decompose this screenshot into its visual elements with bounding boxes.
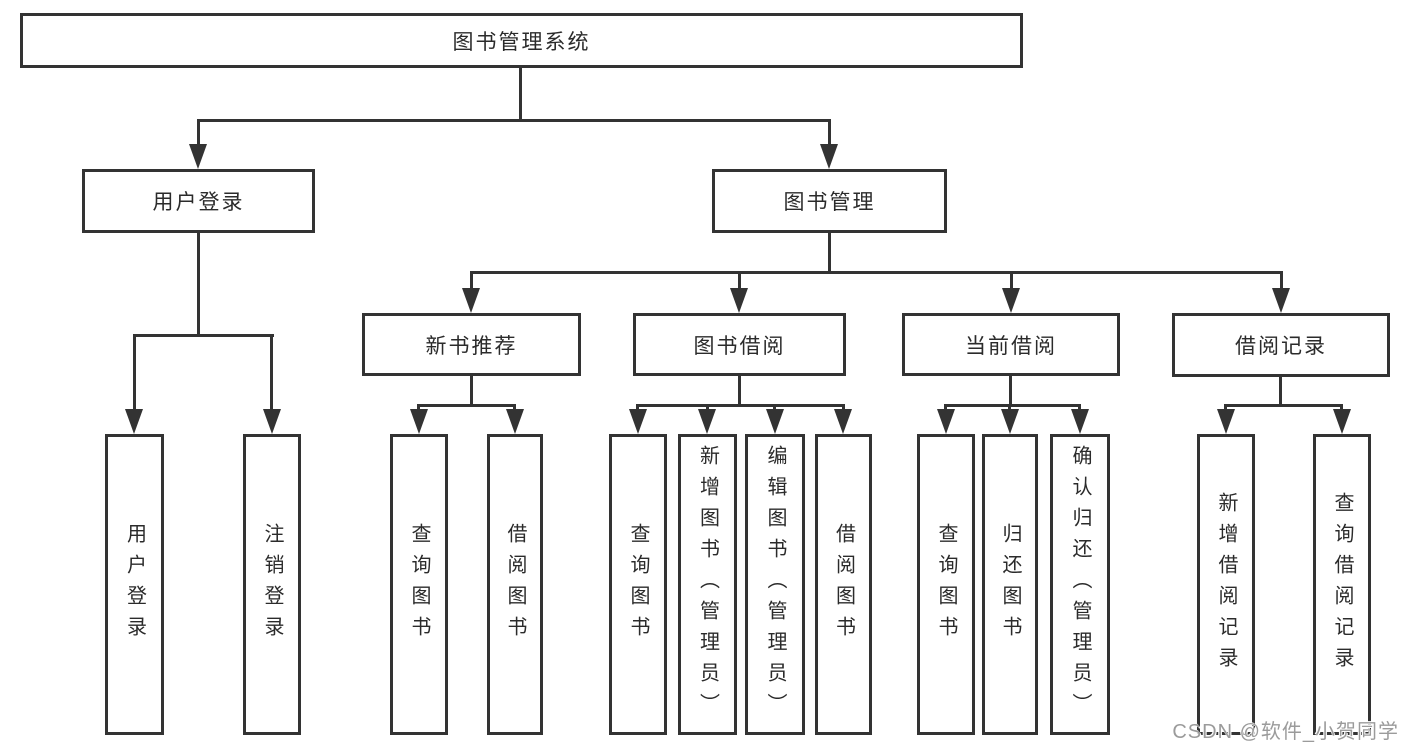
connector-line (828, 233, 831, 274)
leaf-query-books-recommend: 查询图书 (390, 434, 448, 735)
node-current-borrowing: 当前借阅 (902, 313, 1120, 376)
node-label: 新书推荐 (425, 334, 518, 358)
connector-line (470, 271, 473, 291)
arrow-down-icon (834, 409, 852, 434)
node-label: 查询图书 (627, 522, 649, 647)
node-borrowing-records: 借阅记录 (1172, 313, 1390, 377)
connector-line (133, 334, 274, 337)
node-new-book-recommend: 新书推荐 (362, 313, 581, 376)
leaf-borrow-books-borrowing: 借阅图书 (815, 434, 872, 735)
arrow-down-icon (766, 409, 784, 434)
arrow-down-icon (125, 409, 143, 434)
arrow-down-icon (189, 144, 207, 169)
arrow-down-icon (820, 144, 838, 169)
connector-line (738, 271, 741, 291)
leaf-add-books-admin: 新增图书（管理员） (678, 434, 737, 735)
node-label: 借阅记录 (1235, 335, 1327, 358)
arrow-down-icon (462, 288, 480, 313)
arrow-down-icon (698, 409, 716, 434)
connector-line (1280, 271, 1283, 291)
node-label: 查询图书 (935, 522, 957, 647)
connector-line (470, 271, 1283, 274)
node-label: 查询图书 (408, 522, 430, 647)
connector-line (519, 68, 522, 121)
arrow-down-icon (1001, 409, 1019, 434)
leaf-query-books-borrowing: 查询图书 (609, 434, 667, 735)
connector-line (738, 376, 741, 407)
node-label: 注销登录 (261, 522, 283, 647)
node-label: 当前借阅 (965, 334, 1057, 358)
leaf-confirm-return-admin: 确认归还（管理员） (1050, 434, 1110, 735)
connector-line (944, 404, 1081, 407)
arrow-down-icon (263, 409, 281, 434)
connector-line (197, 119, 831, 122)
leaf-edit-books-admin: 编辑图书（管理员） (745, 434, 805, 735)
leaf-borrow-books-recommend: 借阅图书 (487, 434, 543, 735)
node-label: 借阅图书 (832, 522, 855, 647)
node-label: 借阅图书 (504, 522, 526, 647)
node-user-login: 用户登录 (82, 169, 315, 233)
arrow-down-icon (1071, 409, 1089, 434)
node-label: 图书借阅 (693, 334, 786, 358)
leaf-logout: 注销登录 (243, 434, 301, 735)
leaf-add-borrow-record: 新增借阅记录 (1197, 434, 1255, 735)
arrow-down-icon (1272, 288, 1290, 313)
arrow-down-icon (730, 288, 748, 313)
arrow-down-icon (937, 409, 955, 434)
connector-line (270, 334, 273, 414)
node-label: 归还图书 (999, 522, 1021, 647)
connector-line (197, 233, 200, 336)
node-label: 编辑图书（管理员） (764, 445, 786, 724)
node-library-management-system: 图书管理系统 (20, 13, 1023, 68)
connector-line (133, 334, 136, 414)
node-label: 新增图书（管理员） (696, 445, 719, 724)
connector-line (417, 404, 516, 407)
connector-line (636, 404, 845, 407)
node-label: 查询借阅记录 (1331, 491, 1353, 678)
node-label: 图书管理系统 (452, 30, 591, 54)
connector-line (1224, 404, 1343, 407)
arrow-down-icon (1217, 409, 1235, 434)
csdn-watermark: CSDN @软件_小贺同学 (1172, 721, 1399, 743)
connector-line (1009, 376, 1012, 407)
leaf-user-login: 用户登录 (105, 434, 164, 735)
node-label: 确认归还（管理员） (1069, 445, 1091, 724)
arrow-down-icon (629, 409, 647, 434)
leaf-query-books-current: 查询图书 (917, 434, 975, 735)
node-book-borrowing: 图书借阅 (633, 313, 846, 376)
arrow-down-icon (410, 409, 428, 434)
node-label: 新增借阅记录 (1215, 491, 1237, 678)
leaf-return-books: 归还图书 (982, 434, 1038, 735)
node-label: 图书管理 (783, 191, 876, 214)
arrow-down-icon (506, 409, 524, 434)
arrow-down-icon (1002, 288, 1020, 313)
node-label: 用户登录 (152, 191, 245, 214)
connector-line (1010, 271, 1013, 291)
connector-line (1279, 376, 1282, 407)
connector-line (828, 119, 831, 147)
node-label: 用户登录 (123, 522, 146, 647)
arrow-down-icon (1333, 409, 1351, 434)
node-book-management: 图书管理 (712, 169, 947, 233)
leaf-query-borrow-record: 查询借阅记录 (1313, 434, 1371, 735)
connector-line (470, 376, 473, 407)
connector-line (197, 119, 200, 147)
